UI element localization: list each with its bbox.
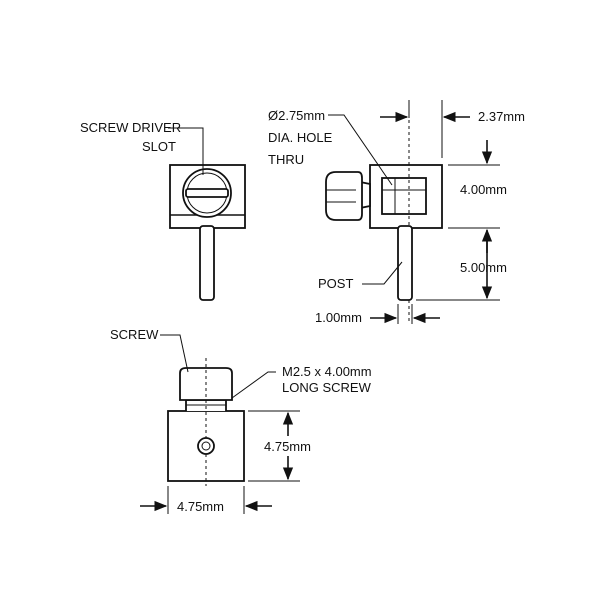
post-width-dimension-1-00: 1.00mm xyxy=(315,310,362,325)
screw-label: SCREW xyxy=(110,327,159,342)
post-length-dimension-5-00: 5.00mm xyxy=(460,260,507,275)
screw-leader-line xyxy=(160,334,189,373)
front-view: SCREW DRIVER SLOT xyxy=(80,120,246,301)
post-label: POST xyxy=(318,276,353,291)
bottom-view-post-end xyxy=(197,437,215,455)
side-view-screw-head xyxy=(325,171,363,221)
slot-leader-line xyxy=(168,127,204,175)
long-screw-leader-line xyxy=(231,371,276,399)
side-view: Ø2.75mm DIA. HOLE THRU 2.37mm 4.00mm 5.0… xyxy=(268,100,525,325)
front-view-post xyxy=(199,225,215,301)
block-height-dimension-4-75: 4.75mm xyxy=(264,439,311,454)
screw-driver-slot-label-line2: SLOT xyxy=(142,139,176,154)
screw-driver-slot-label-line1: SCREW DRIVER xyxy=(80,120,181,135)
hole-label-line3: THRU xyxy=(268,152,304,167)
post-leader-line xyxy=(362,261,403,285)
side-view-thru-hole xyxy=(381,177,427,215)
long-screw-label-line2: LONG SCREW xyxy=(282,380,372,395)
offset-dimension-2-37: 2.37mm xyxy=(478,109,525,124)
hole-label-line2: DIA. HOLE xyxy=(268,130,333,145)
side-view-post xyxy=(397,225,413,301)
long-screw-label-line1: M2.5 x 4.00mm xyxy=(282,364,372,379)
front-view-screwdriver-slot xyxy=(185,188,229,198)
hole-leader-line xyxy=(328,114,393,186)
block-width-dimension-4-75: 4.75mm xyxy=(177,499,224,514)
bottom-view: SCREW M2.5 x 4.00mm LONG SCREW 4.75mm 4.… xyxy=(110,327,372,514)
hole-label-line1: Ø2.75mm xyxy=(268,108,325,123)
height-dimension-4-00: 4.00mm xyxy=(460,182,507,197)
